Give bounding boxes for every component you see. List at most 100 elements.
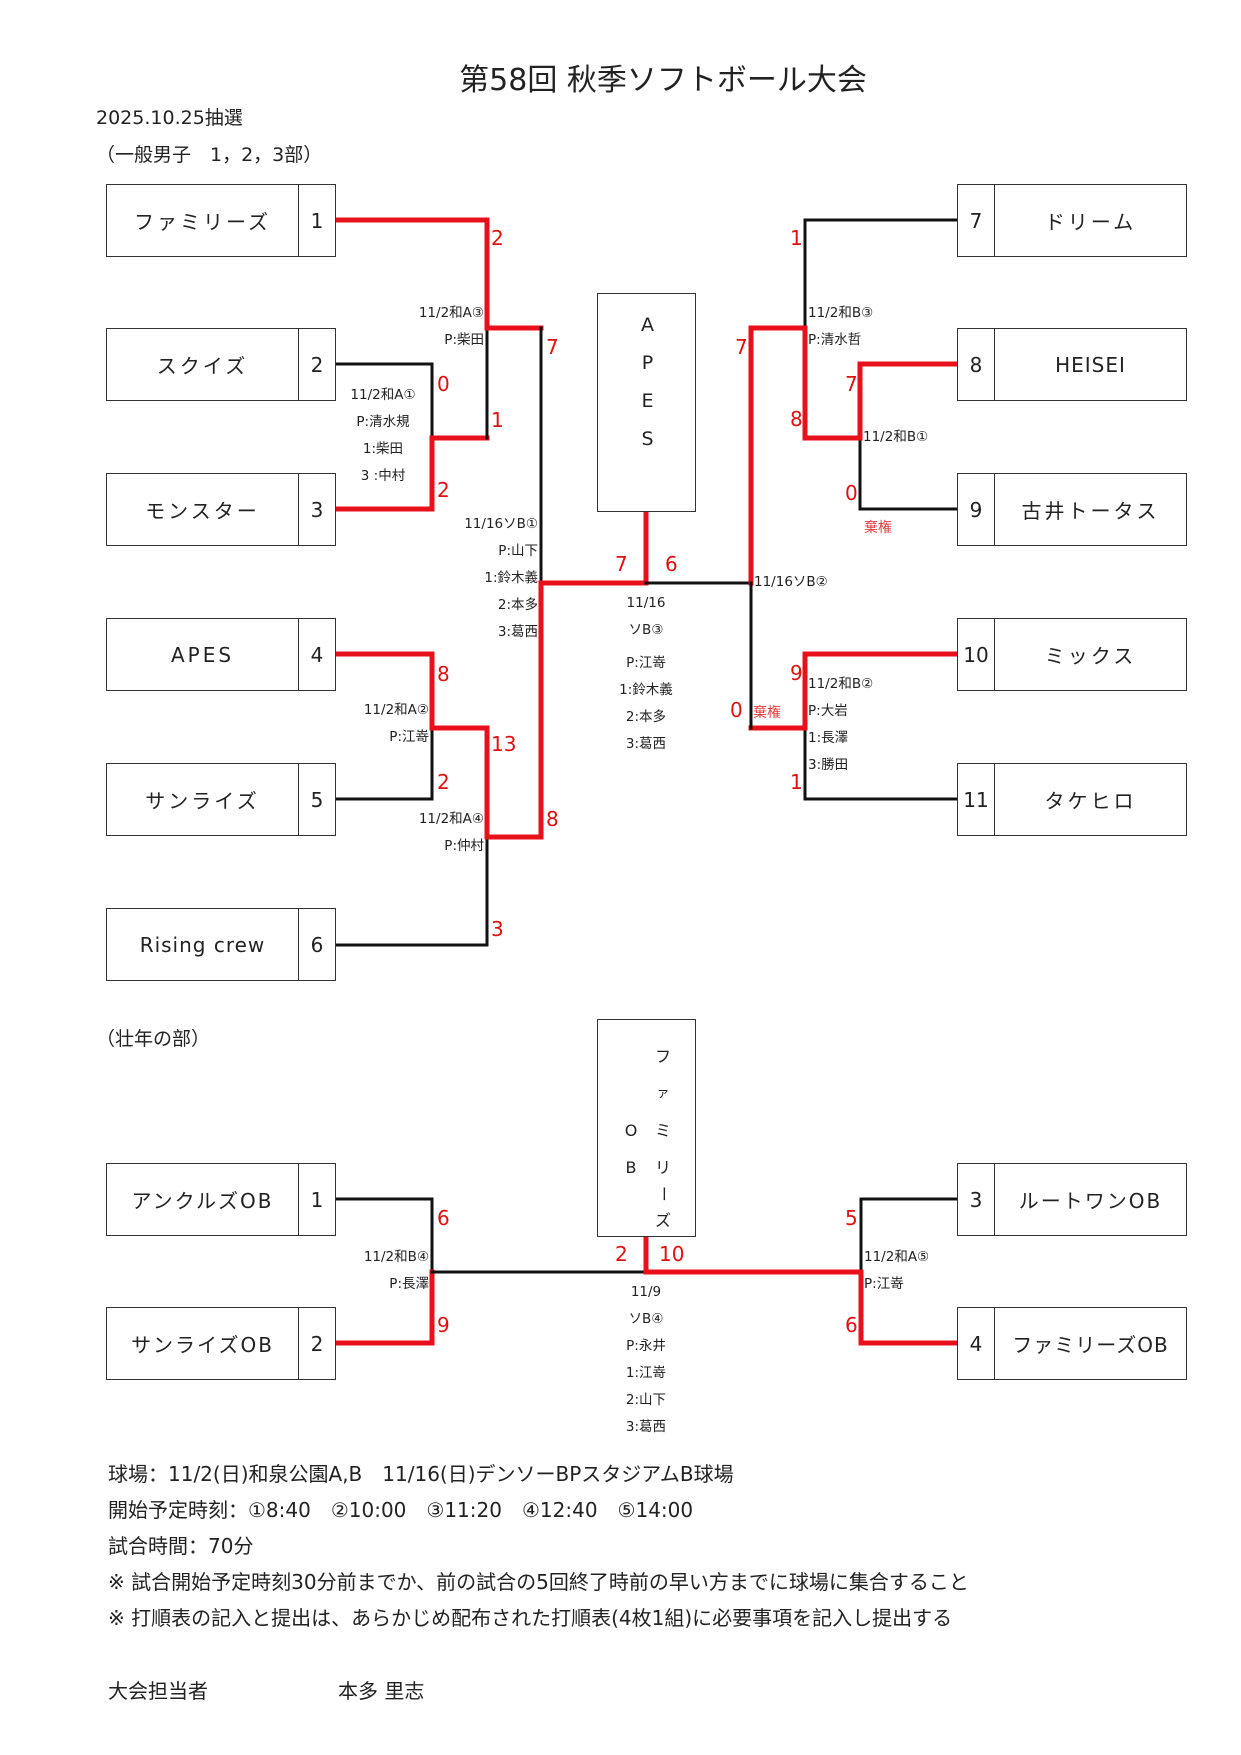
line-a2winner-a4 [429, 725, 490, 840]
homerun: 3 :中村 [360, 468, 406, 484]
team-seed: 1 [298, 1164, 335, 1235]
match-info-a1: 11/2和A① P:清水規 1:柴田 3 :中村 [336, 382, 430, 490]
score: 7 [735, 335, 748, 359]
team-name: ルートワンOB [1018, 1189, 1163, 1213]
page-title: 第58回 秋季ソフトボール大会 [459, 63, 867, 98]
team-name: サンライズ [145, 789, 260, 813]
score: 8 [546, 807, 559, 831]
pitcher: P:仲村 [444, 838, 484, 854]
pitcher: P:江嵜 [389, 729, 429, 745]
match-label: 11/2和B① [863, 429, 929, 445]
champion-char: P [641, 352, 654, 374]
match-label: ソB③ [628, 622, 664, 638]
team-box: サンライズ 5 [106, 763, 336, 836]
match-label: 11/16ソB① [464, 516, 538, 532]
homerun: 2:本多 [625, 709, 667, 725]
score: 1 [491, 408, 504, 432]
line-team2-a1 [334, 362, 434, 440]
champion-char: O [624, 1121, 638, 1140]
score: 2 [437, 478, 450, 502]
line-a4-sf1 [484, 580, 544, 840]
score: 6 [845, 1313, 858, 1337]
team-seed: 2 [298, 329, 335, 400]
pitcher: P:長澤 [389, 1276, 429, 1292]
team-name: ファミリーズ [134, 210, 271, 234]
match-label: 11/2和A③ [418, 305, 484, 321]
team-seed: 3 [298, 474, 335, 545]
homerun: 3:葛西 [625, 1419, 667, 1435]
score: 0 [845, 481, 858, 505]
pitcher: P:清水哲 [808, 332, 862, 348]
line-b3-sf2 [748, 325, 808, 586]
score: 1 [790, 770, 803, 794]
team-name: スクイズ [156, 354, 249, 378]
start-times: 開始予定時刻：①8:40 ②10:00 ③11:20 ④12:40 ⑤14:00 [108, 1498, 694, 1522]
organizer-label: 大会担当者 [108, 1679, 208, 1703]
draw-date: 2025.10.25抽選 [96, 107, 243, 129]
team-seed: 7 [958, 185, 995, 256]
score: 7 [845, 372, 858, 396]
match-label: 11/2和B② [808, 676, 874, 692]
game-time: 試合時間：70分 [108, 1534, 254, 1558]
score: 6 [665, 552, 678, 576]
score: 8 [437, 662, 450, 686]
team-name: サンライズOB [131, 1333, 274, 1357]
score: 5 [845, 1206, 858, 1230]
team-box: 8 HEISEI [957, 328, 1187, 401]
team-seed: 2 [298, 1308, 335, 1379]
team-name: APES [170, 642, 235, 667]
pitcher: P:山下 [498, 543, 538, 559]
score: 9 [790, 661, 803, 685]
match-label: ソB④ [628, 1311, 664, 1327]
homerun: 3:葛西 [625, 736, 667, 752]
team-seed: 5 [298, 764, 335, 835]
champion-char: E [641, 390, 654, 412]
line-s-team1-b4 [334, 1197, 434, 1274]
champion-box: A P E S [597, 293, 696, 512]
senior-division-heading: （壮年の部） [96, 1028, 211, 1050]
champion-char: S [641, 428, 654, 450]
team-box: スクイズ 2 [106, 328, 336, 401]
match-info-a2: 11/2和A② P:江嵜 [320, 697, 429, 751]
homerun: 3:葛西 [497, 624, 538, 640]
score: 2 [615, 1242, 628, 1266]
team-seed: 8 [958, 329, 995, 400]
homerun: 1:柴田 [362, 441, 404, 457]
match-info-final: 11/16 ソB③ P:江嵜 1:鈴木義 2:本多 3:葛西 [596, 590, 696, 758]
team-box: APES 4 [106, 618, 336, 691]
team-seed: 6 [298, 909, 335, 980]
team-box: サンライズOB 2 [106, 1307, 336, 1380]
line-team4-a2 [333, 651, 435, 731]
score: 7 [546, 335, 559, 359]
pitcher: P:清水規 [356, 414, 410, 430]
champion-char: ー [653, 1186, 673, 1202]
team-box: アンクルズOB 1 [106, 1163, 336, 1236]
match-info-a4: 11/2和A④ P:仲村 [380, 806, 484, 860]
match-label: 11/16ソB② [754, 574, 828, 590]
score: 9 [437, 1313, 450, 1337]
champion-char: フ [654, 1047, 671, 1066]
homerun: 1:長澤 [808, 730, 849, 746]
homerun: 1:鈴木義 [619, 682, 673, 698]
champion-char: リ [654, 1158, 671, 1177]
team-box: 10 ミックス [957, 618, 1187, 691]
match-info-b2: 11/2和B② P:大岩 1:長澤 3:勝田 [808, 671, 873, 779]
match-info-sf1: 11/16ソB① P:山下 1:鈴木義 2:本多 3:葛西 [430, 511, 538, 646]
match-info-a5: 11/2和A⑤ P:江嵜 [864, 1244, 929, 1298]
match-info-sf2: 11/16ソB② [754, 569, 828, 596]
pitcher: P:永井 [626, 1338, 666, 1354]
team-box: 9 古井トータス [957, 473, 1187, 546]
line-s-team2-b4 [333, 1269, 435, 1346]
score: 2 [491, 226, 504, 250]
note-assembly: ※ 試合開始予定時刻30分前までか、前の試合の5回終了時前の早い方までに球場に集… [108, 1570, 969, 1594]
match-label: 11/2和A① [350, 387, 416, 403]
team-name: アンクルズOB [131, 1189, 274, 1213]
champion-name: A P E S [598, 306, 697, 458]
line-team11-b2 [803, 726, 960, 801]
match-info-b4: 11/2和B④ P:長澤 [320, 1244, 429, 1298]
match-label: 11/2和A④ [418, 811, 484, 827]
match-label: 11/2和B③ [808, 305, 874, 321]
team-box: 4 ファミリーズOB [957, 1307, 1187, 1380]
champion-char: ミ [654, 1121, 671, 1140]
